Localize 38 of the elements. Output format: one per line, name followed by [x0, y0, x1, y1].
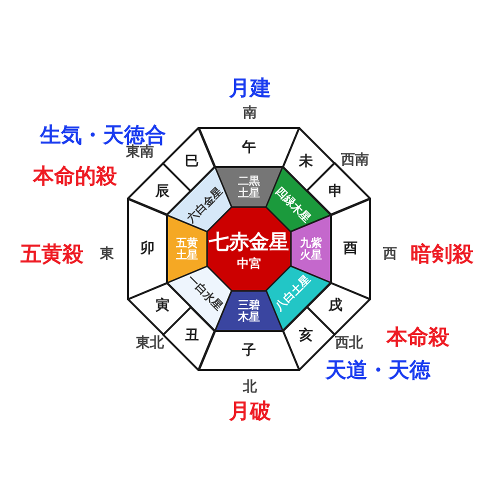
fortune-label: 月建: [229, 75, 271, 102]
branch-label: 卯: [140, 242, 154, 256]
direction-label: 東: [100, 245, 114, 263]
fortune-label: 本命的殺: [33, 163, 117, 190]
palace-label: 中宮: [237, 258, 261, 270]
star-name: 七赤金星: [209, 232, 289, 252]
direction-label: 西南: [341, 151, 369, 169]
branch-label: 亥: [298, 328, 313, 343]
direction-label: 東南: [126, 144, 154, 161]
star-name: 八白土星: [273, 273, 312, 312]
star-name: 五黄土星: [176, 237, 198, 261]
branch-label: 子: [242, 343, 256, 358]
star-name: 六白金星: [186, 186, 225, 225]
fortune-label: 月破: [229, 398, 271, 425]
star-name: 三碧木星: [237, 299, 260, 323]
fortune-label: 本命殺: [386, 324, 450, 351]
branch-label: 巳: [185, 155, 200, 170]
fortune-label: 暗剣殺: [410, 241, 474, 268]
branch-label: 酉: [344, 242, 358, 256]
direction-label: 北: [243, 378, 257, 396]
branch-label: 丑: [185, 328, 200, 343]
direction-label: 西: [383, 245, 397, 263]
star-name: 四緑木星: [273, 186, 312, 225]
branch-label: 戌: [328, 298, 343, 314]
branch-label: 寅: [155, 298, 170, 314]
fortune-label: 天道・天徳: [326, 357, 430, 384]
branch-label: 未: [298, 155, 313, 170]
fortune-label: 五黄殺: [20, 241, 84, 268]
star-name: 二黒土星: [237, 175, 260, 199]
star-name: 九紫火星: [300, 237, 322, 261]
direction-label: 西北: [335, 334, 363, 352]
branch-label: 辰: [155, 184, 170, 200]
fortune-label: 生気・天徳合: [40, 122, 166, 147]
direction-label: 南: [243, 104, 257, 122]
branch-label: 申: [328, 184, 343, 200]
direction-label: 東北: [136, 334, 164, 352]
branch-label: 午: [242, 140, 256, 155]
star-name: 一白水星: [186, 273, 225, 312]
